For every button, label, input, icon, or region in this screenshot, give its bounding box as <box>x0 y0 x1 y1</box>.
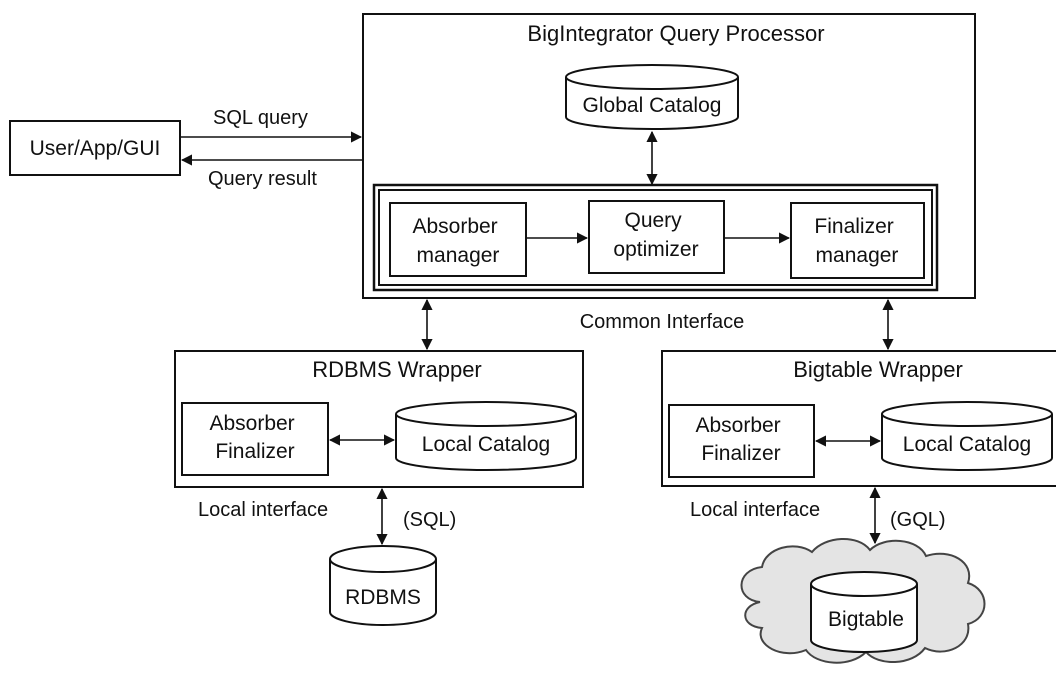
absorber-manager-line1: Absorber <box>412 215 497 238</box>
bigtable-local-interface-label: Local interface <box>690 499 820 521</box>
rdbms-source-label: RDBMS <box>345 586 421 609</box>
bigtable-source-label: Bigtable <box>828 608 904 631</box>
absorber-manager-line2: manager <box>417 244 500 267</box>
finalizer-manager-box: Finalizer manager <box>790 202 925 279</box>
bigtable-absorber-line2: Finalizer <box>701 442 780 465</box>
query-optimizer-box: Query optimizer <box>588 200 725 274</box>
finalizer-manager-line1: Finalizer <box>814 215 893 238</box>
rdbms-protocol-label: (SQL) <box>403 509 456 531</box>
bigtable-local-catalog-cylinder: Local Catalog <box>881 401 1053 471</box>
rdbms-absorber-finalizer-box: Absorber Finalizer <box>181 402 329 476</box>
rdbms-wrapper: RDBMS Wrapper Absorber Finalizer Local C… <box>174 350 584 488</box>
bigtable-absorber-line1: Absorber <box>695 414 780 437</box>
finalizer-manager-line2: manager <box>816 244 899 267</box>
rdbms-absorber-line2: Finalizer <box>215 440 294 463</box>
rdbms-source-cylinder: RDBMS <box>329 545 437 626</box>
rdbms-local-interface-label: Local interface <box>198 499 328 521</box>
rdbms-absorber-line1: Absorber <box>209 412 294 435</box>
absorber-manager-box: Absorber manager <box>389 202 527 277</box>
svg-text:Query optimizer: Query optimizer <box>613 209 698 261</box>
user-app-label: User/App/GUI <box>30 137 161 160</box>
bigtable-source-cylinder: Bigtable <box>810 571 918 653</box>
bigtable-wrapper: Bigtable Wrapper Absorber Finalizer Loca… <box>661 350 1056 487</box>
query-processor: BigIntegrator Query Processor Global Cat… <box>362 13 976 299</box>
svg-text:Absorber Finalizer: Absorber Finalizer <box>695 414 786 465</box>
global-catalog-cylinder: Global Catalog <box>565 64 739 130</box>
svg-text:Absorber Finalizer: Absorber Finalizer <box>209 412 300 463</box>
user-app-box: User/App/GUI <box>9 120 181 176</box>
bigtable-protocol-label: (GQL) <box>890 509 946 531</box>
bigtable-local-catalog-label: Local Catalog <box>903 433 1031 456</box>
bigtable-absorber-finalizer-box: Absorber Finalizer <box>668 404 815 478</box>
query-processor-title: BigIntegrator Query Processor <box>527 21 824 46</box>
svg-text:Absorber manager: Absorber manager <box>412 215 503 267</box>
query-optimizer-line2: optimizer <box>613 238 698 261</box>
common-interface-label: Common Interface <box>580 311 745 333</box>
query-result-label: Query result <box>208 168 317 190</box>
query-optimizer-line1: Query <box>624 209 682 232</box>
global-catalog-label: Global Catalog <box>583 94 722 117</box>
rdbms-local-catalog-label: Local Catalog <box>422 433 550 456</box>
rdbms-local-catalog-cylinder: Local Catalog <box>395 401 577 471</box>
bigtable-wrapper-title: Bigtable Wrapper <box>793 357 963 382</box>
rdbms-wrapper-title: RDBMS Wrapper <box>312 357 482 382</box>
svg-text:Finalizer manager: Finalizer manager <box>814 215 899 267</box>
sql-query-label: SQL query <box>213 107 308 129</box>
